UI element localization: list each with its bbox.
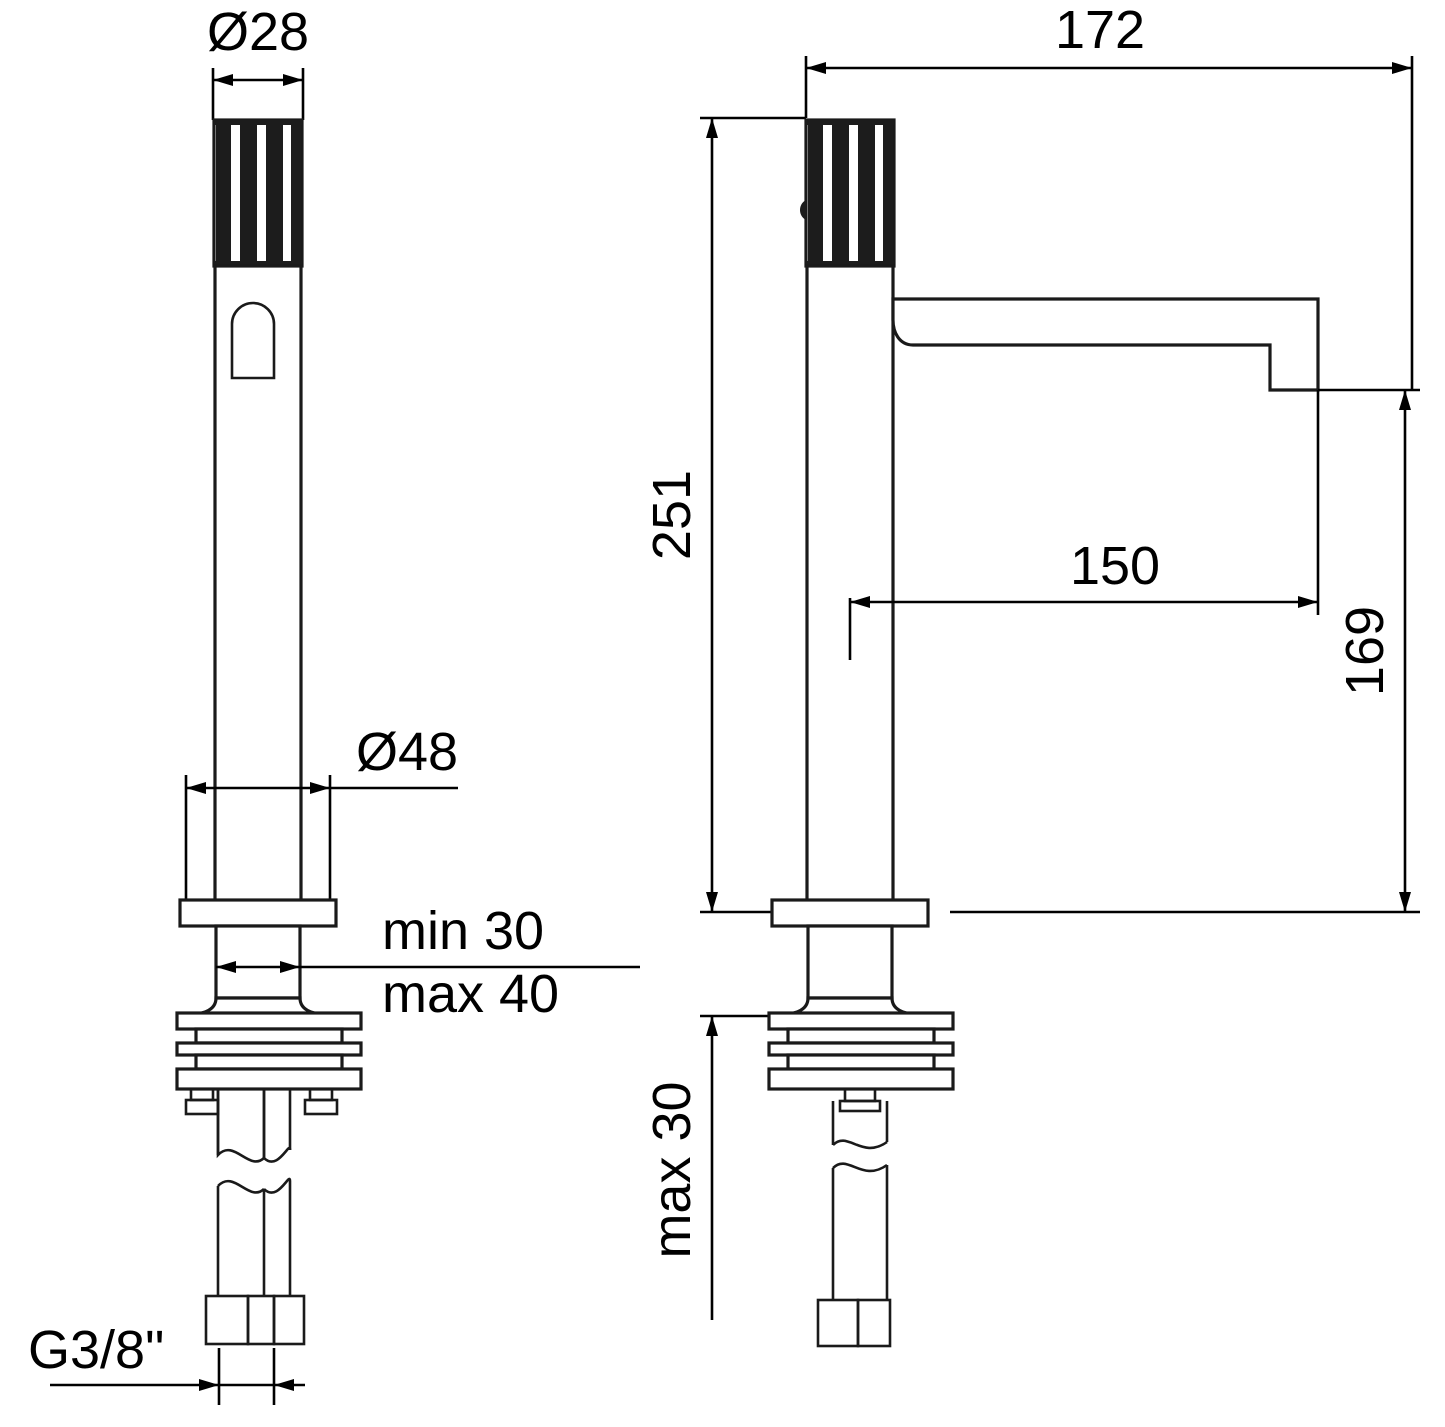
mounting-hardware-side <box>767 1011 955 1113</box>
dim-label-overall-height: 251 <box>642 470 702 560</box>
tail-pipe-side <box>831 1101 889 1300</box>
fixing-nut-right <box>303 1087 339 1116</box>
base-flange-side <box>770 898 930 928</box>
dim-label-spout-height: 169 <box>1335 606 1395 696</box>
dim-overall-height: 251 <box>642 116 806 914</box>
spout-arm <box>891 297 1320 392</box>
dim-tail-max: max 30 <box>642 1014 778 1320</box>
connector-fitting-front <box>204 1294 306 1346</box>
dim-label-spout-projection: 150 <box>1070 536 1160 596</box>
handle-index-bump <box>800 200 806 220</box>
countertop-shank-side <box>777 924 923 1018</box>
dim-handle-diameter: Ø28 <box>207 2 309 120</box>
dim-spout-reach: 172 <box>804 0 1414 390</box>
handle-knurled-side <box>800 118 896 268</box>
dim-label-spout-reach: 172 <box>1055 0 1145 60</box>
fixing-nut-left <box>184 1087 220 1116</box>
body-column-side <box>805 264 895 912</box>
dim-label-countertop-max: max 40 <box>382 964 559 1024</box>
dim-base-diameter: Ø48 <box>184 722 458 908</box>
connector-fitting-side <box>816 1298 892 1348</box>
dim-spout-height: 169 <box>950 388 1420 914</box>
handle-knurled-front <box>212 118 304 268</box>
tail-pipe-front <box>216 1089 292 1296</box>
side-view: 172 251 <box>642 0 1420 1348</box>
dim-countertop-thickness: min 30 max 40 <box>216 901 640 1024</box>
dim-thread-size: G3/8" <box>28 1320 305 1405</box>
dim-label-base-diameter: Ø48 <box>356 722 458 782</box>
indicator-window <box>230 301 276 380</box>
base-flange-front <box>178 898 338 928</box>
dim-spout-projection: 150 <box>848 390 1320 660</box>
front-view: Ø28 Ø48 <box>28 2 640 1405</box>
mounting-hardware-front <box>175 1011 363 1116</box>
body-column-front <box>213 264 303 912</box>
dim-label-tail-max: max 30 <box>642 1081 702 1258</box>
dim-label-handle-diameter: Ø28 <box>207 2 309 62</box>
dim-label-countertop-min: min 30 <box>382 901 544 961</box>
dim-label-thread-size: G3/8" <box>28 1320 164 1380</box>
countertop-shank-front <box>185 924 331 1018</box>
